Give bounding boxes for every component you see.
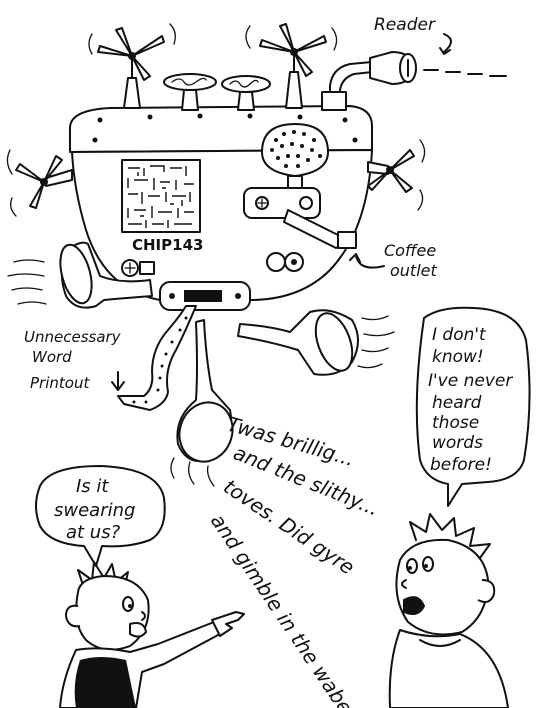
coffee-outlet <box>243 187 357 249</box>
right-boy <box>388 513 509 708</box>
propeller-top-right <box>245 23 338 109</box>
left-speech-line1: Is it <box>76 476 109 497</box>
horn-right <box>237 309 395 376</box>
right-speech-line5: those <box>432 413 479 433</box>
printout-label-line1: Unnecessary <box>24 328 122 346</box>
chip-label: CHIP143 <box>132 236 203 254</box>
left-speech-line2: swearing <box>54 500 135 521</box>
dial-gauge-2 <box>221 75 271 111</box>
coffee-label-line2: outlet <box>390 261 437 280</box>
right-speech-line1: I don't <box>432 325 487 345</box>
left-boy <box>59 561 245 708</box>
dial-gauge-1 <box>163 73 217 111</box>
right-speech-line4: heard <box>432 393 482 413</box>
reader-label: Reader <box>374 15 436 35</box>
coffee-label-line1: Coffee <box>384 241 436 260</box>
horn-bottom <box>170 319 234 487</box>
right-speech-line7: before! <box>430 455 492 475</box>
speaker-dome <box>261 123 329 191</box>
right-speech-line2: know! <box>432 347 484 367</box>
printout-label-group: Unnecessary Word Printout <box>24 328 125 392</box>
left-boy-speech-bubble: Is it swearing at us? <box>35 465 166 567</box>
printout-slot <box>159 281 251 311</box>
reader-label-group: Reader <box>374 15 452 55</box>
left-speech-line3: at us? <box>66 522 121 543</box>
horn-left <box>7 241 153 309</box>
body-knobs <box>121 252 304 277</box>
right-speech-line6: words <box>432 433 483 453</box>
propeller-side-left <box>6 149 73 217</box>
printout-label-line3: Printout <box>30 374 90 392</box>
printout-label-line2: Word <box>32 348 72 366</box>
right-boy-speech-bubble: I don't know! I've never heard those wor… <box>415 306 531 507</box>
chip143-machine: CHIP143 <box>69 105 373 311</box>
word-printout-tape <box>117 305 197 411</box>
reader-periscope <box>321 51 507 111</box>
propeller-top-left <box>88 23 176 109</box>
right-speech-line3: I've never <box>428 371 513 391</box>
propeller-side-right <box>367 139 426 211</box>
coffee-label-group: Coffee outlet <box>349 241 437 280</box>
chip-panel <box>121 159 201 233</box>
machine-speech: Twas brillig... and the slithy... toves.… <box>206 412 383 708</box>
